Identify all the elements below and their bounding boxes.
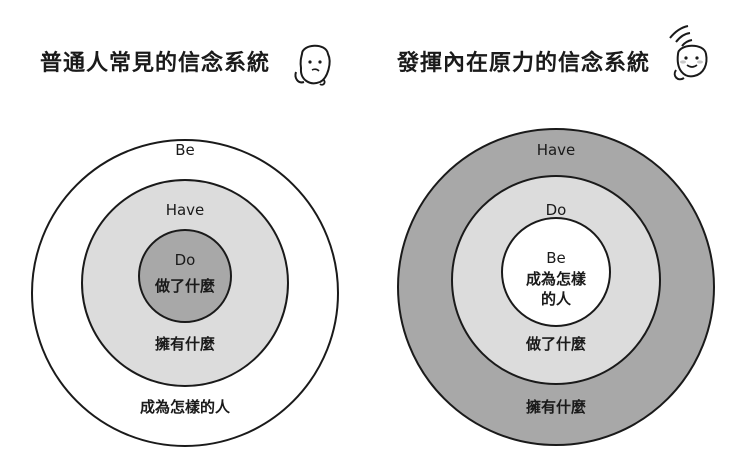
thinking-face-icon [294, 44, 331, 86]
right-diagram: 發揮內在原力的信念系統 Have Do Be 成為怎樣 的人 做了什麼 擁有什麼 [396, 25, 715, 446]
left-diagram: 普通人常見的信念系統 Be Have Do 做了什麼 擁有什麼 成為怎樣的人 [31, 44, 339, 447]
right-middle-label: Do [546, 201, 567, 219]
left-outer-label: Be [175, 141, 195, 159]
right-middle-caption: 做了什麼 [525, 335, 586, 353]
left-title: 普通人常見的信念系統 [40, 50, 270, 76]
left-inner-circle [138, 229, 232, 323]
right-inner-caption-line1: 成為怎樣 [526, 270, 587, 288]
right-inner-caption-line2: 的人 [541, 290, 572, 308]
right-outer-caption: 擁有什麼 [526, 398, 586, 416]
right-outer-label: Have [537, 141, 576, 159]
left-outer-caption: 成為怎樣的人 [140, 398, 231, 416]
left-inner-caption: 做了什麼 [154, 277, 215, 295]
right-title: 發揮內在原力的信念系統 [396, 50, 650, 76]
left-inner-label: Do [175, 251, 196, 269]
speaking-face-icon [669, 25, 708, 81]
left-middle-label: Have [166, 201, 205, 219]
right-inner-label: Be [546, 249, 566, 267]
right-inner-circle [501, 217, 611, 327]
left-middle-caption: 擁有什麼 [155, 335, 215, 353]
